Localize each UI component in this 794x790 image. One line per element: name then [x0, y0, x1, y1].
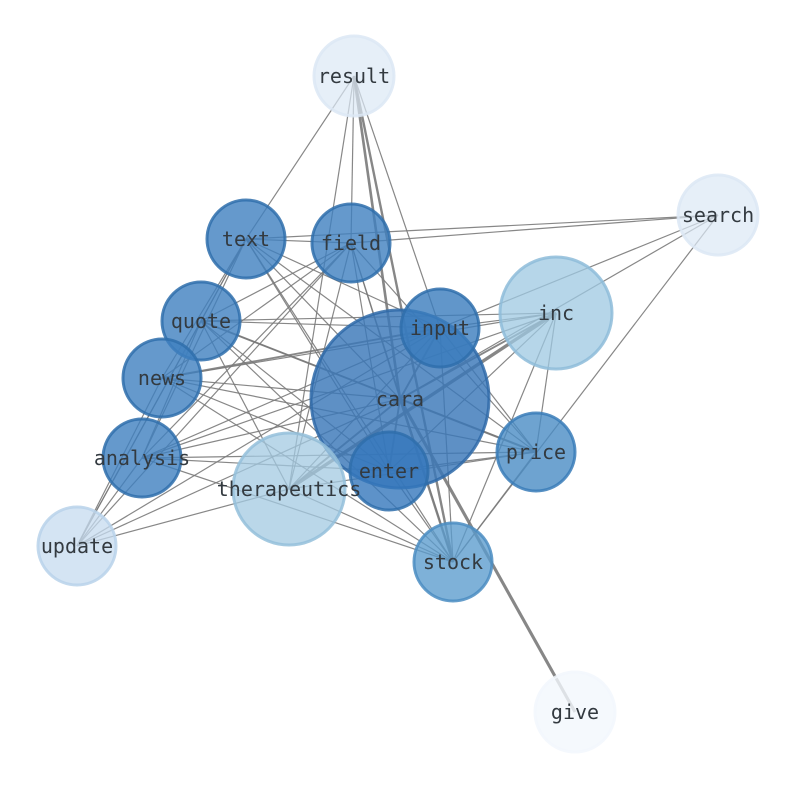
node-label-update: update [41, 534, 113, 558]
node-label-quote: quote [171, 309, 231, 333]
node-search [676, 173, 760, 257]
node-label-field: field [321, 231, 381, 255]
node-circle-update [36, 505, 118, 587]
node-analysis [101, 417, 183, 499]
node-label-search: search [682, 203, 754, 227]
node-circle-price [495, 411, 577, 493]
edge-field-update [76, 242, 352, 547]
node-circle-enter [348, 430, 430, 512]
node-label-give: give [551, 700, 599, 724]
node-circle-give [533, 670, 617, 754]
node-layer: cara result search text field quote input inc ne… [36, 34, 760, 754]
node-therapeutics [231, 431, 347, 547]
edge-search-field [350, 214, 719, 244]
node-update [36, 505, 118, 587]
edge-result-therapeutics [288, 75, 355, 490]
node-label-news: news [138, 366, 186, 390]
node-label-input: input [410, 316, 470, 340]
node-circle-stock [412, 521, 494, 603]
node-news [121, 337, 203, 419]
node-stock [412, 521, 494, 603]
node-label-price: price [506, 440, 566, 464]
node-inc [498, 255, 614, 371]
node-label-text: text [222, 227, 270, 251]
node-field [310, 202, 392, 284]
node-text [205, 198, 287, 280]
node-circle-news [121, 337, 203, 419]
node-circle-analysis [101, 417, 183, 499]
node-label-analysis: analysis [94, 446, 190, 470]
node-give [533, 670, 617, 754]
node-circle-field [310, 202, 392, 284]
node-circle-quote [160, 280, 242, 362]
node-price [495, 411, 577, 493]
node-quote [160, 280, 242, 362]
node-label-enter: enter [359, 459, 419, 483]
edge-result-input [353, 75, 441, 329]
node-result [312, 34, 396, 118]
node-label-stock: stock [423, 550, 483, 574]
node-circle-text [205, 198, 287, 280]
node-circle-therapeutics [231, 431, 347, 547]
node-circle-inc [498, 255, 614, 371]
node-label-inc: inc [538, 301, 574, 325]
node-label-result: result [318, 64, 390, 88]
node-label-therapeutics: therapeutics [217, 477, 362, 501]
edge-field-analysis [141, 242, 352, 459]
node-input [399, 287, 481, 369]
node-label-cara: cara [376, 387, 424, 411]
node-circle-result [312, 34, 396, 118]
node-circle-search [676, 173, 760, 257]
node-enter [348, 430, 430, 512]
node-circle-input [399, 287, 481, 369]
